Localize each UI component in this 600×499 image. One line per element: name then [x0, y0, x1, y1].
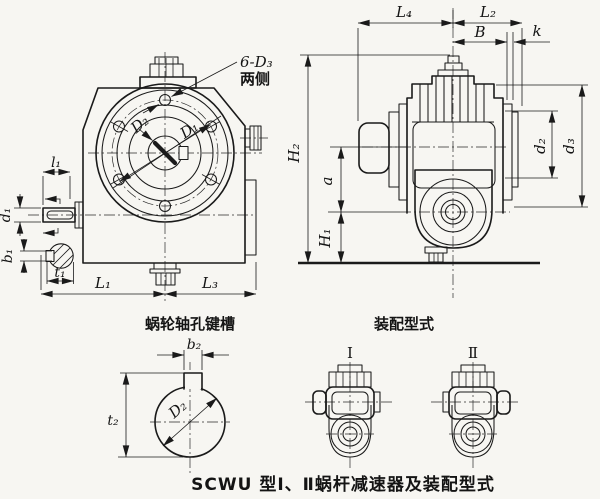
dim-label-d2: d₂ — [531, 138, 549, 154]
drain-plug-icon — [149, 262, 181, 286]
assembly-type-1-label: Ⅰ — [347, 344, 353, 362]
assembly-type-1: Ⅰ — [305, 344, 392, 468]
keyway-title: 蜗轮轴孔键槽 — [145, 315, 235, 333]
breather-plug-icon — [139, 56, 197, 89]
figure-caption: SCWU 型Ⅰ、Ⅱ蜗杆减速器及装配型式 — [191, 474, 495, 495]
dim-label-t1: t₁ — [54, 265, 65, 281]
dim-label-L3: L₃ — [201, 274, 218, 292]
worm-shaft-end-left — [312, 390, 327, 415]
dim-label-k: k — [532, 22, 541, 40]
dim-label-L1: L₁ — [94, 274, 111, 292]
worm-shaft-end-right — [496, 390, 511, 415]
side-view: L₄ L₂ B k H₂ a H₁ d₂ d₃ — [285, 3, 588, 298]
bolt-note-text2: 两侧 — [240, 70, 270, 88]
dim-label-D2-keyway: D₂ — [164, 397, 190, 423]
dim-label-L4: L₄ — [395, 3, 412, 21]
dim-label-H1: H₁ — [316, 228, 334, 248]
dim-label-b2: b₂ — [187, 337, 202, 353]
assembly-type-2-label: Ⅱ — [468, 344, 478, 362]
dim-label-B: B — [473, 23, 485, 41]
front-view: D₁ D₂ 6-D₃ 两侧 — [0, 52, 273, 301]
dim-label-d3: d₃ — [560, 138, 578, 154]
keyway-detail: b₂ t₂ D₂ — [107, 337, 230, 476]
dim-label-b1: b₁ — [0, 249, 16, 264]
assembly-type-2: Ⅱ — [431, 344, 518, 468]
dim-label-d1: d₁ — [0, 208, 14, 223]
bottom-plug-icon — [424, 246, 448, 263]
assembly-title: 装配型式 — [373, 315, 434, 333]
side-cover-strip — [244, 179, 257, 256]
dim-label-t2: t₂ — [107, 413, 119, 429]
dim-label-D2-front: D₂ — [126, 111, 152, 137]
dim-label-a: a — [318, 177, 336, 186]
bolt-hole-note: 6-D₃ 两侧 — [142, 53, 273, 114]
dim-label-L2: L₂ — [479, 3, 496, 21]
worm-shaft — [42, 201, 84, 229]
bolt-note-text: 6-D₃ — [240, 53, 273, 71]
top-plug-icon — [437, 55, 469, 77]
dim-label-l1: l₁ — [51, 155, 61, 171]
dim-label-H2: H₂ — [285, 143, 303, 163]
oil-plug-icon — [244, 125, 262, 151]
